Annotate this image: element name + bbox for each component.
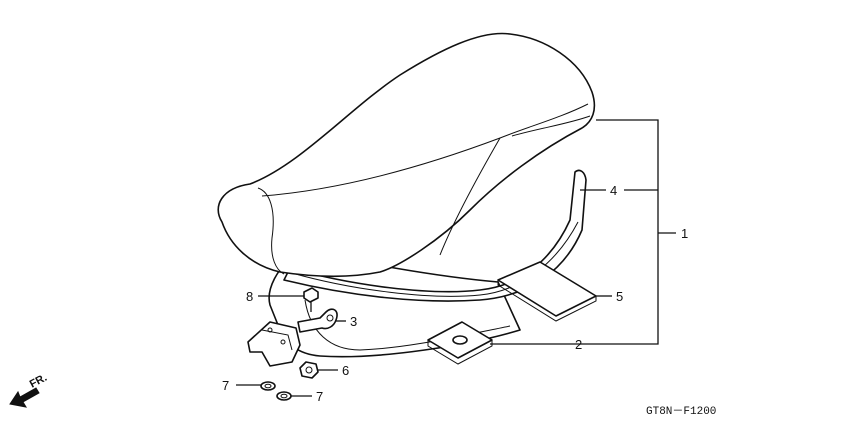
nut-part-6 [299,361,319,379]
callout-4: 4 [610,183,617,198]
seat-cushion-drawing [217,32,596,278]
callout-3: 3 [350,314,357,329]
lock-hook-part-3 [297,308,338,333]
callout-7a: 7 [222,378,229,393]
bolt-part-8 [303,287,319,312]
direction-label: FR. [28,372,49,391]
seat-gasket-drawing [283,169,587,302]
diagram-code: GT8N－F1200 [646,406,716,418]
callout-5: 5 [616,289,623,304]
callout-6: 6 [342,363,349,378]
callout-2: 2 [575,337,582,352]
callout-8: 8 [246,289,253,304]
leader-lines [236,119,676,397]
front-direction-arrow-icon [9,387,40,408]
collar-part-7a [260,381,276,391]
callout-1: 1 [681,226,688,241]
hinge-bracket-drawing [247,321,301,367]
callout-7b: 7 [316,389,323,404]
collar-part-7b [276,391,292,401]
